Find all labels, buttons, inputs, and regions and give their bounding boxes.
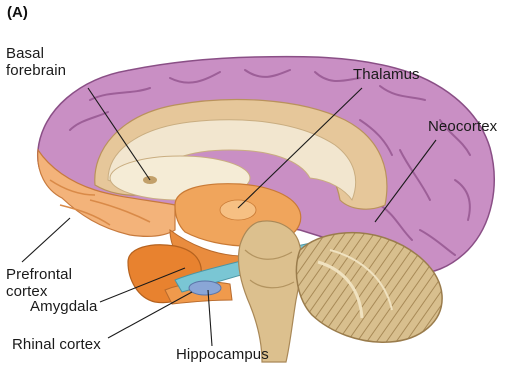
- panel-label: (A): [7, 4, 28, 21]
- label-prefrontal-line1: Prefrontal: [6, 266, 72, 283]
- label-thalamus: Thalamus: [353, 66, 420, 83]
- label-rhinal-cortex: Rhinal cortex: [12, 336, 101, 353]
- leader-prefrontal: [22, 218, 70, 262]
- hippocampus-region: [189, 281, 221, 295]
- label-basal-forebrain-line1: Basal: [6, 45, 66, 62]
- label-prefrontal-cortex: Prefrontal cortex: [6, 266, 72, 300]
- label-neocortex: Neocortex: [428, 118, 497, 135]
- label-amygdala: Amygdala: [30, 298, 98, 315]
- brainstem: [238, 221, 301, 362]
- label-basal-forebrain: Basal forebrain: [6, 45, 66, 79]
- label-basal-forebrain-line2: forebrain: [6, 62, 66, 79]
- label-hippocampus: Hippocampus: [176, 346, 269, 363]
